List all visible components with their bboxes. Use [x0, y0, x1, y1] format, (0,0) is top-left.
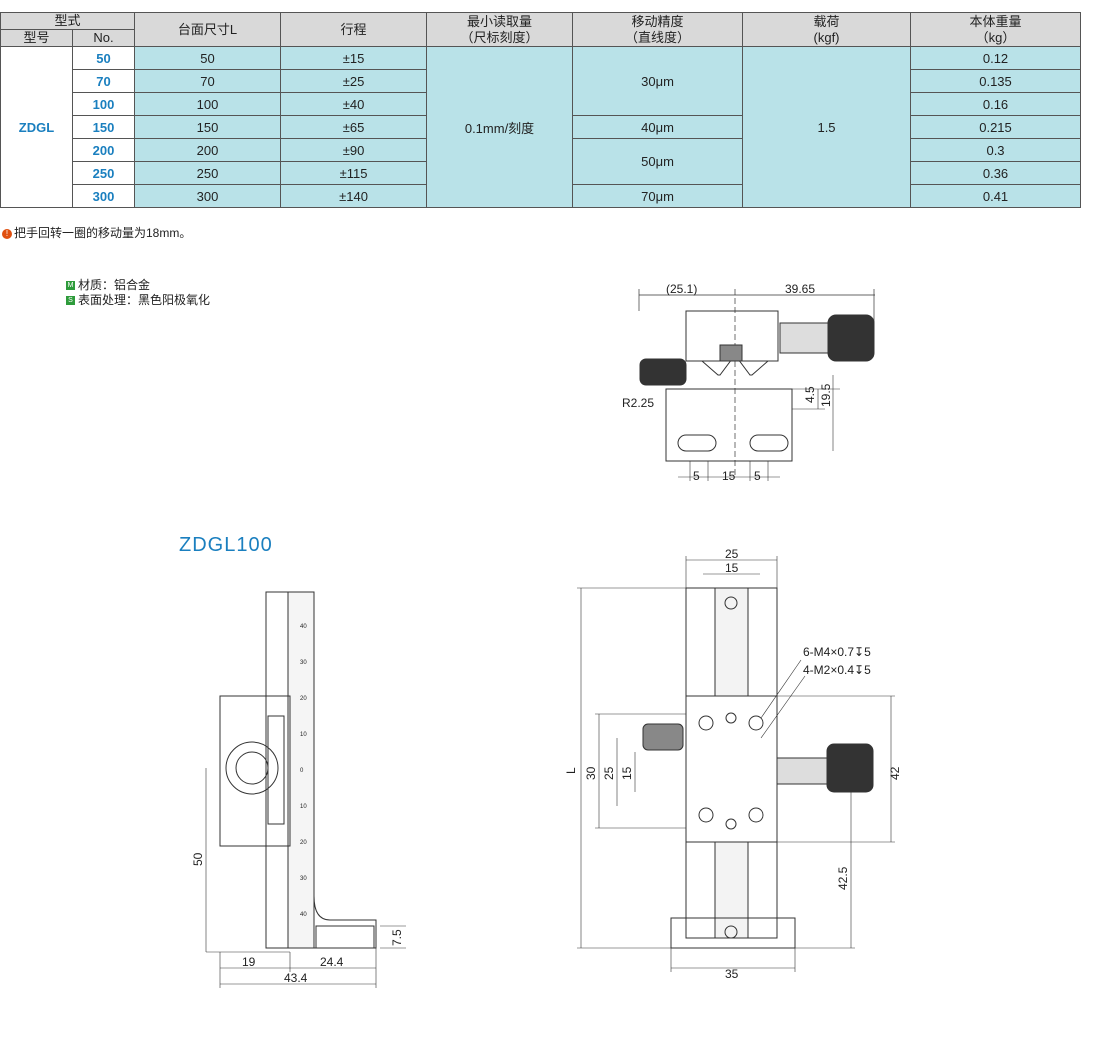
row-weight: 0.3	[910, 138, 1082, 162]
row-weight: 0.36	[910, 161, 1082, 185]
dim-15: 15	[722, 469, 736, 483]
header-load: 载荷(kgf)	[742, 12, 912, 47]
header-size: 台面尺寸L	[134, 12, 282, 47]
row-stroke: ±65	[280, 115, 428, 139]
accuracy-40: 40μm	[572, 115, 744, 139]
dim-42: 42	[888, 766, 902, 780]
dim-35: 35	[725, 967, 739, 978]
accuracy-50: 50μm	[572, 138, 744, 185]
dim-42-5: 42.5	[836, 866, 850, 890]
header-weight: 本体重量（kg）	[910, 12, 1082, 47]
row-size: 200	[134, 138, 282, 162]
scale-label: 20	[300, 840, 307, 846]
row-no: 100	[71, 92, 136, 116]
side-view-drawing: 40 30 20 10 0 10 20 30 40 50 19 24.4 43.…	[191, 591, 406, 988]
row-stroke: ±90	[280, 138, 428, 162]
dim-24-4: 24.4	[320, 955, 344, 969]
row-stroke: ±25	[280, 69, 428, 93]
header-read: 最小读取量（尺标刻度）	[426, 12, 574, 47]
dim-5b: 5	[754, 469, 761, 483]
row-no: 150	[71, 115, 136, 139]
footnote: !把手回转一圈的移动量为18mm。	[2, 224, 191, 241]
dim-25: 25	[725, 548, 739, 561]
dim-25b: 25	[602, 766, 616, 780]
warning-icon: !	[2, 228, 12, 239]
dim-5a: 5	[693, 469, 700, 483]
dim-15: 15	[725, 561, 739, 575]
scale-label: 30	[300, 876, 307, 882]
row-size: 100	[134, 92, 282, 116]
header-accuracy: 移动精度（直线度）	[572, 12, 744, 47]
material-tag: M	[66, 281, 75, 291]
row-weight: 0.135	[910, 69, 1082, 93]
row-size: 50	[134, 46, 282, 70]
accuracy-70: 70μm	[572, 184, 744, 208]
row-stroke: ±140	[280, 184, 428, 208]
scale-label: 10	[300, 804, 307, 810]
dim-radius: R2.25	[622, 396, 654, 410]
row-weight: 0.215	[910, 115, 1082, 139]
scale-label: 10	[300, 732, 307, 738]
dim-15b: 15	[620, 766, 634, 780]
thread-spec-m2: 4-M2×0.4↧5	[803, 663, 871, 677]
row-size: 250	[134, 161, 282, 185]
dim-19: 19	[242, 955, 256, 969]
scale-label: 30	[300, 660, 307, 666]
scale-label: 20	[300, 696, 307, 702]
row-no: 250	[71, 161, 136, 185]
row-weight: 0.12	[910, 46, 1082, 70]
end-view-drawing: (25.1) 39.65 R2.25 4.5 19.5 5 15 5	[622, 282, 875, 483]
row-weight: 0.41	[910, 184, 1082, 208]
row-no: 300	[71, 184, 136, 208]
accuracy-30: 30μm	[572, 46, 744, 116]
header-model: 型号	[0, 29, 73, 47]
row-no: 200	[71, 138, 136, 162]
drawing-title: ZDGL100	[179, 534, 273, 556]
read-cell: 0.1mm/刻度	[426, 46, 574, 208]
header-type: 型式	[0, 12, 136, 30]
row-size: 70	[134, 69, 282, 93]
row-size: 300	[134, 184, 282, 208]
row-stroke: ±115	[280, 161, 428, 185]
dim-50: 50	[191, 852, 205, 866]
scale-label: 40	[300, 624, 307, 630]
header-stroke: 行程	[280, 12, 428, 47]
dim-4-5: 4.5	[803, 386, 817, 403]
load-cell: 1.5	[742, 46, 912, 208]
thread-spec-m4: 6-M4×0.7↧5	[803, 645, 871, 659]
scale-label: 40	[300, 912, 307, 918]
dim-top-right: 39.65	[785, 282, 815, 296]
row-no: 70	[71, 69, 136, 93]
dim-7-5: 7.5	[390, 929, 404, 946]
surface-tag: S	[66, 296, 75, 306]
model-cell: ZDGL	[0, 46, 73, 208]
scale-label: 0	[300, 768, 304, 774]
dim-43-4: 43.4	[284, 971, 308, 985]
row-weight: 0.16	[910, 92, 1082, 116]
dim-top-left: (25.1)	[666, 282, 697, 296]
front-view-drawing: 25 15 L 30 25 15 42 42.5 35 6-M4×0.7↧5 4…	[564, 548, 902, 978]
dim-19-5: 19.5	[819, 383, 833, 407]
row-size: 150	[134, 115, 282, 139]
dim-L: L	[564, 767, 578, 774]
header-no: No.	[71, 29, 136, 47]
dim-30: 30	[584, 766, 598, 780]
row-stroke: ±15	[280, 46, 428, 70]
row-no: 50	[71, 46, 136, 70]
row-stroke: ±40	[280, 92, 428, 116]
spec-table: 型式 台面尺寸L 行程 最小读取量（尺标刻度） 移动精度（直线度） 载荷(kgf…	[0, 12, 1082, 208]
